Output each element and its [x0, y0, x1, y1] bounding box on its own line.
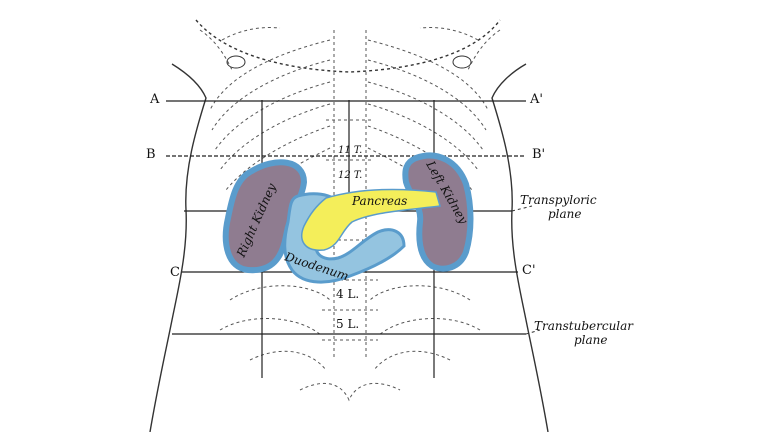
- transpyloric-label: Transpyloric: [520, 193, 597, 207]
- vertebra-t11: 11 T.: [338, 145, 363, 156]
- marker-b-prime: B': [532, 147, 546, 162]
- marker-c: C: [170, 265, 180, 280]
- transpyloric-plane-label: plane: [548, 207, 582, 221]
- pancreas: [301, 188, 441, 251]
- leader-lines: [511, 205, 541, 335]
- marker-a-prime: A': [530, 92, 543, 107]
- marker-b: B: [146, 147, 156, 162]
- vertebra-l4: 4 L.: [336, 287, 360, 301]
- transtubercular-plane-label: plane: [574, 333, 608, 347]
- vertebra-t12: 12 T.: [338, 170, 363, 181]
- marker-a: A: [150, 92, 160, 107]
- pancreas-label: Pancreas: [351, 194, 407, 208]
- marker-c-prime: C': [522, 263, 536, 278]
- left-kidney: [402, 152, 474, 272]
- torso-outline: [149, 19, 549, 433]
- nipples: [226, 55, 472, 69]
- right-kidney: [222, 159, 307, 274]
- transtubercular-label: Transtubercular: [534, 319, 634, 333]
- region-grid: [166, 100, 526, 378]
- vertebra-l5: 5 L.: [336, 317, 360, 331]
